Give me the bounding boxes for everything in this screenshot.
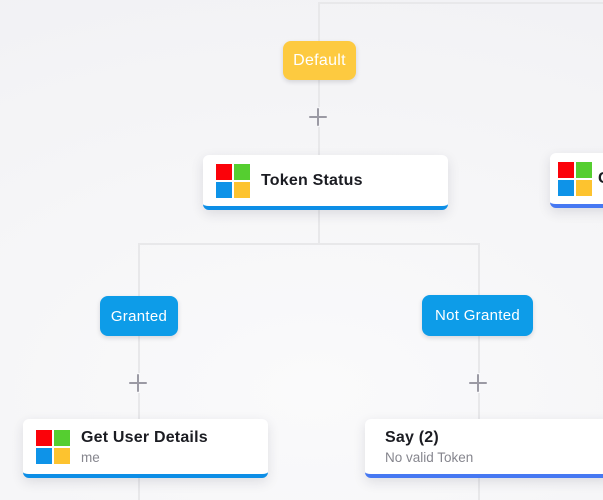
microsoft-logo-blue-square [216, 181, 232, 198]
microsoft-logo-blue-square [36, 447, 52, 464]
step-partial-right[interactable]: G [550, 153, 603, 208]
connector-line [478, 243, 480, 296]
trigger-default[interactable]: Default [283, 41, 356, 80]
microsoft-logo-red-square [216, 163, 232, 180]
step-subtitle: me [81, 449, 100, 465]
microsoft-logo-blue-square [558, 179, 574, 196]
step-title: G [598, 170, 603, 188]
plus-icon [477, 374, 479, 392]
connector-line [478, 393, 480, 419]
microsoft-logo-yellow-square [234, 181, 250, 198]
step-title: Token Status [261, 171, 363, 189]
microsoft-logo-green-square [576, 161, 592, 178]
add-step-button[interactable] [468, 373, 488, 393]
step-token-status[interactable]: Token Status [203, 155, 448, 210]
trigger-label: Default [293, 51, 346, 69]
branch-not-granted[interactable]: Not Granted [422, 295, 533, 336]
step-title: Get User Details [81, 428, 208, 446]
microsoft-logo-red-square [558, 161, 574, 178]
add-step-button[interactable] [308, 107, 328, 127]
branch-granted[interactable]: Granted [100, 296, 178, 336]
plus-icon [137, 374, 139, 392]
microsoft-logo-yellow-square [54, 447, 70, 464]
connector-line [318, 127, 320, 155]
add-step-button[interactable] [128, 373, 148, 393]
connector-line [138, 478, 140, 500]
step-title: Say (2) [385, 428, 439, 446]
step-get-user-details[interactable]: Get User Details me [23, 419, 268, 478]
step-say-2[interactable]: Say (2) No valid Token [365, 419, 603, 478]
microsoft-logo-icon [36, 429, 70, 464]
step-subtitle: No valid Token [385, 449, 474, 465]
connector-line [318, 2, 603, 4]
microsoft-logo-yellow-square [576, 179, 592, 196]
connector-line [138, 336, 140, 373]
microsoft-logo-green-square [54, 429, 70, 446]
branch-label: Not Granted [434, 307, 520, 324]
connector-line [318, 210, 320, 243]
microsoft-logo-green-square [234, 163, 250, 180]
plus-icon [317, 108, 319, 126]
microsoft-logo-red-square [36, 429, 52, 446]
connector-line [318, 2, 320, 41]
connector-line [478, 478, 480, 500]
microsoft-logo-icon [558, 161, 592, 196]
microsoft-logo-icon [216, 163, 250, 198]
connector-line [318, 80, 320, 107]
connector-line [138, 243, 480, 245]
connector-line [478, 336, 480, 373]
connector-line [138, 243, 140, 296]
connector-line [138, 393, 140, 419]
branch-label: Granted [110, 307, 168, 325]
